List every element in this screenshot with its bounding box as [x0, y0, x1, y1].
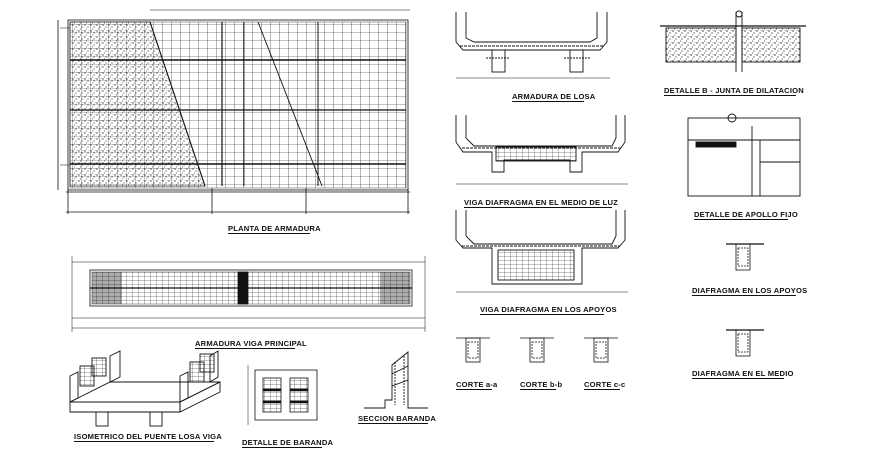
- detalle-baranda: [247, 365, 318, 425]
- underline: [692, 295, 796, 296]
- viga-diafragma-apoyos-section: [455, 210, 628, 293]
- title-diafragma-medio: DIAFRAGMA EN EL MEDIO: [692, 369, 794, 378]
- title-armadura-viga-principal: ARMADURA VIGA PRINCIPAL: [195, 339, 307, 348]
- underline: [74, 441, 214, 442]
- underline: [694, 219, 788, 220]
- underline: [195, 348, 295, 349]
- isometric-bridge: [69, 350, 221, 427]
- diafragma-apoyos-detail: [726, 243, 764, 271]
- title-detalle-b-junta: DETALLE B - JUNTA DE DILATACION: [664, 86, 804, 95]
- title-viga-diafragma-apoyos: VIGA DIAFRAGMA EN LOS APOYOS: [480, 305, 617, 314]
- underline: [480, 314, 604, 315]
- title-viga-diafragma-medio-luz: VIGA DIAFRAGMA EN EL MEDIO DE LUZ: [464, 198, 618, 207]
- underline: [464, 207, 612, 208]
- underline: [228, 233, 310, 234]
- armadura-losa-section: [455, 12, 610, 79]
- underline: [520, 389, 556, 390]
- seccion-baranda: [364, 351, 428, 409]
- title-detalle-apoyo-fijo: DETALLE DE APOLLO FIJO: [694, 210, 798, 219]
- detalle-apoyo-fijo: [687, 113, 801, 197]
- underline: [664, 95, 796, 96]
- underline: [358, 423, 428, 424]
- underline: [584, 389, 620, 390]
- title-corte-aa: CORTE a-a: [456, 380, 498, 389]
- viga-principal-elevation: [71, 256, 426, 332]
- detalle-b-junta: [660, 10, 806, 72]
- underline: [692, 378, 784, 379]
- title-isometrico: ISOMETRICO DEL PUENTE LOSA VIGA: [74, 432, 222, 441]
- underline: [456, 389, 492, 390]
- title-corte-bb: CORTE b-b: [520, 380, 563, 389]
- underline: [242, 447, 322, 448]
- title-corte-cc: CORTE c-c: [584, 380, 626, 389]
- diafragma-medio-detail: [726, 329, 764, 357]
- title-seccion-baranda: SECCION BARANDA: [358, 414, 437, 423]
- cortes-small-sections: [456, 337, 618, 363]
- title-planta-armadura: PLANTA DE ARMADURA: [228, 224, 321, 233]
- underline: [512, 101, 584, 102]
- title-diafragma-apoyos: DIAFRAGMA EN LOS APOYOS: [692, 286, 808, 295]
- title-detalle-baranda: DETALLE DE BARANDA: [242, 438, 334, 447]
- viga-diafragma-medio-section: [455, 115, 628, 185]
- planta-armadura-plan: [57, 9, 410, 214]
- title-armadura-losa: ARMADURA DE LOSA: [512, 92, 596, 101]
